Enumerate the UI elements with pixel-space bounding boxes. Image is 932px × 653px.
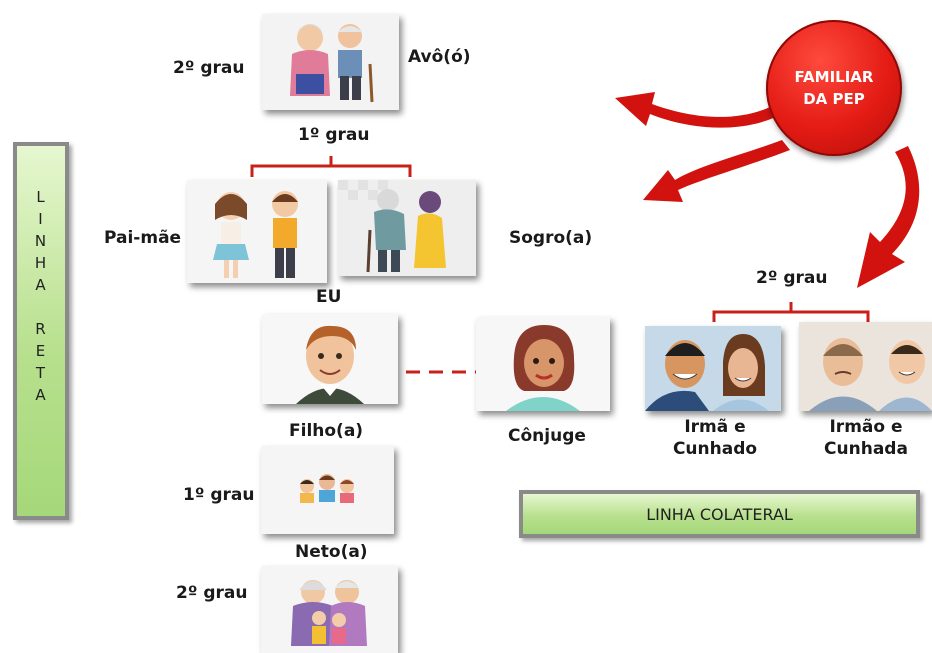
self-label: EU — [316, 287, 342, 307]
parents-image — [187, 180, 327, 283]
siblings-bracket — [712, 302, 870, 322]
grandparents-degree-label: 2º grau — [173, 58, 245, 78]
bubble-line1: FAMILIAR — [794, 68, 874, 86]
grandparents-image — [262, 14, 399, 110]
grandchildren-image — [261, 566, 398, 653]
children-label: Filho(a) — [289, 421, 364, 441]
linha-colateral-label: LINHA COLATERAL — [646, 504, 793, 524]
parents-label: Pai-mãe — [104, 228, 182, 248]
spouse-label: Cônjuge — [508, 426, 586, 446]
spouse-image — [476, 317, 610, 411]
great-grandchildren-degree-label: 2º grau — [176, 583, 248, 603]
linha-colateral-box: LINHA COLATERAL — [519, 490, 920, 538]
brother-sister-in-law-image — [799, 322, 932, 411]
grandparents-label: Avô(ó) — [408, 47, 471, 67]
siblings-degree-label: 2º grau — [756, 268, 828, 288]
children-image — [261, 446, 394, 534]
bubble-line2: DA PEP — [803, 90, 865, 108]
arrow-down-right — [857, 146, 920, 288]
parents-degree-label: 1º grau — [298, 125, 370, 145]
brother-sister-in-law-label: Irmão e Cunhada — [824, 417, 908, 459]
in-laws-image — [338, 180, 476, 276]
arrow-left — [615, 92, 786, 128]
in-laws-label: Sogro(a) — [509, 228, 593, 248]
grandchildren-degree-label: 1º grau — [183, 485, 255, 505]
familiar-pep-bubble: FAMILIAR DA PEP — [766, 20, 902, 156]
sister-brother-in-law-image — [645, 326, 781, 411]
parents-bracket — [250, 156, 412, 177]
arrow-down-left — [643, 140, 790, 202]
grandchildren-label: Neto(a) — [295, 542, 368, 562]
self-image — [262, 314, 398, 404]
sister-brother-in-law-label: Irmã e Cunhado — [672, 417, 758, 459]
